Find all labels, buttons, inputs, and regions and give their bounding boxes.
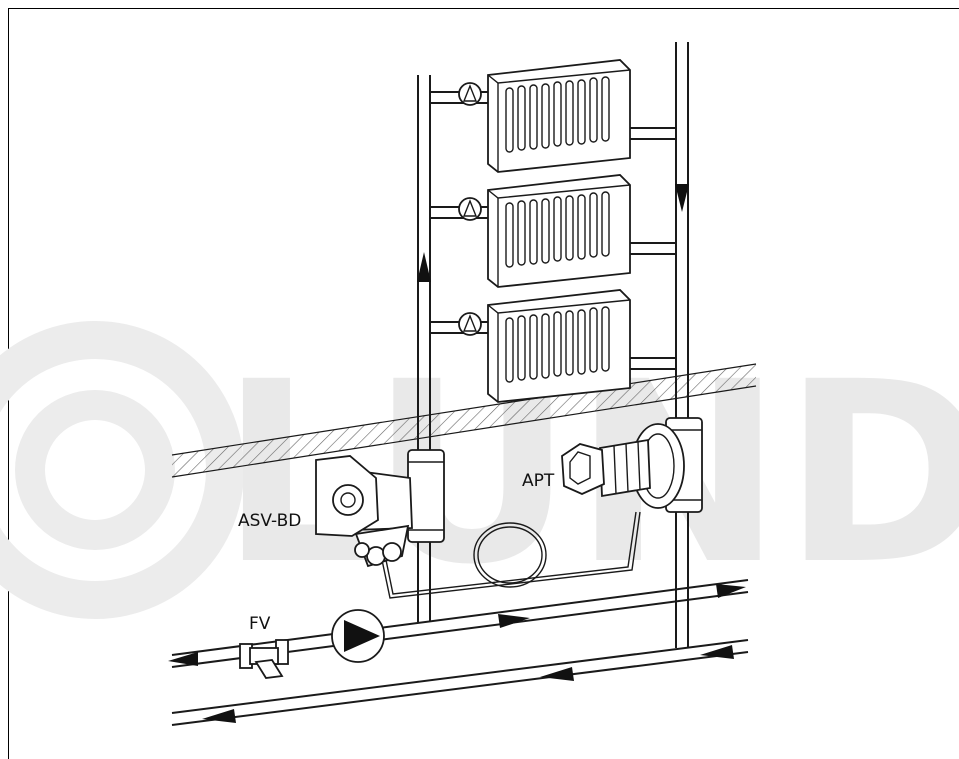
asv-bd-valve xyxy=(315,449,445,568)
radiator-2 xyxy=(430,174,676,288)
radiator-1-fins xyxy=(505,76,610,153)
fv-strainer xyxy=(239,639,289,679)
apt-valve xyxy=(561,417,703,513)
return-main-pipe xyxy=(171,639,749,726)
supply-flow-arrow xyxy=(417,252,431,282)
radiator-3 xyxy=(430,289,676,403)
asv-bd-label: ASV-BD xyxy=(238,511,301,531)
pump-icon xyxy=(331,609,385,663)
main-arrow-return xyxy=(540,667,574,681)
main-arrow-right xyxy=(716,584,746,598)
main-arrow-supply xyxy=(498,614,530,628)
radiator-1 xyxy=(430,59,676,173)
impulse-tube xyxy=(381,511,641,599)
apt-label: APT xyxy=(522,471,555,491)
main-arrow-return-right xyxy=(700,645,734,659)
fv-label: FV xyxy=(249,614,271,634)
main-arrow-return-left xyxy=(202,709,236,723)
floor-slab xyxy=(171,363,757,478)
watermark: LUNDA xyxy=(0,321,959,619)
return-riser xyxy=(675,42,689,648)
return-flow-arrow xyxy=(675,184,689,212)
main-arrow-left xyxy=(168,652,198,666)
